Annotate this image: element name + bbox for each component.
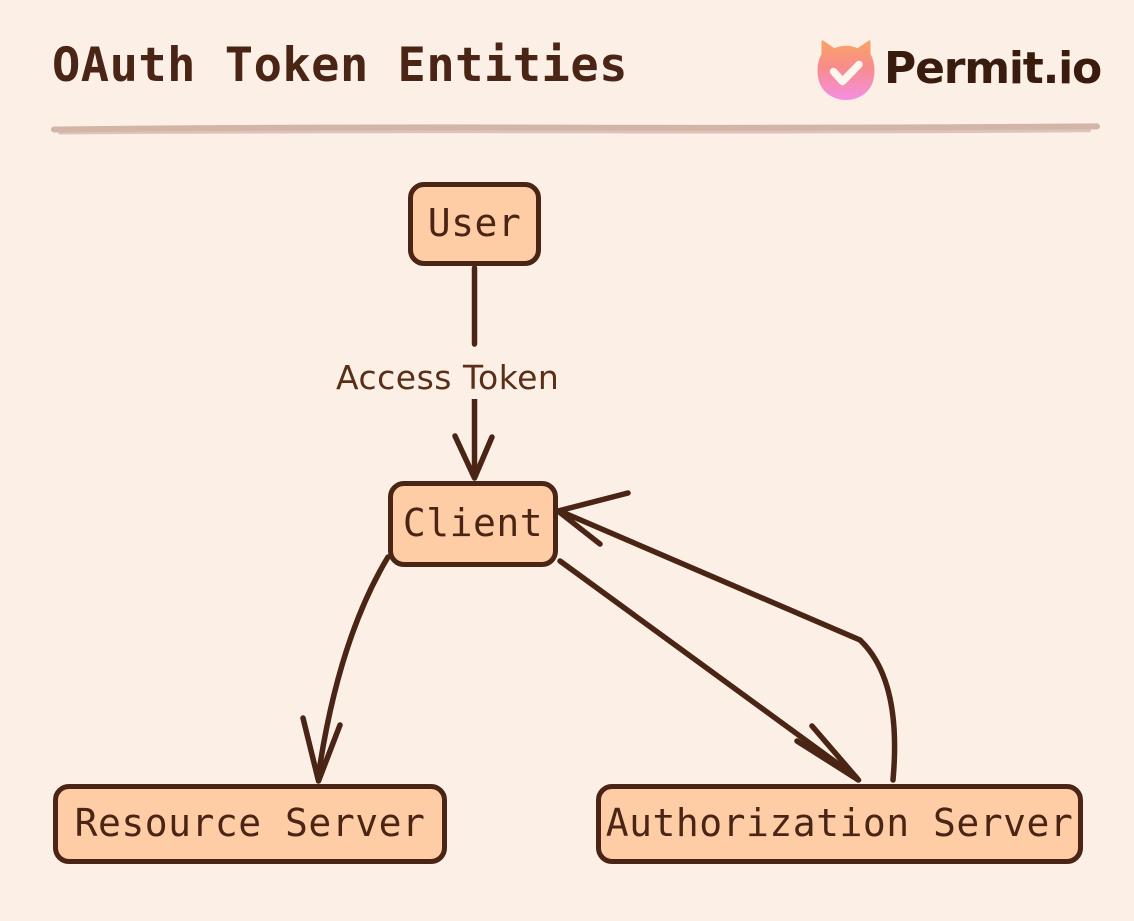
edge-layer — [300, 265, 898, 784]
edge-client-to-authorization-server — [557, 558, 862, 783]
edge-authorization-server-to-client — [555, 490, 898, 783]
page-header: OAuth Token Entities Permit.io — [0, 0, 1134, 140]
page-title: OAuth Token Entities — [52, 38, 628, 93]
brand-name: Permit.io — [884, 43, 1102, 94]
node-authorization-server[interactable]: Authorization Server — [596, 784, 1083, 864]
node-client-label: Client — [402, 501, 544, 545]
header-divider — [51, 123, 1100, 135]
edge-user-to-client — [452, 265, 495, 481]
node-resource-server-label: Resource Server — [74, 801, 426, 845]
brand-logo: Permit.io — [817, 38, 1102, 100]
permit-cat-check-icon — [817, 40, 875, 100]
node-resource-server[interactable]: Resource Server — [53, 784, 447, 864]
node-authorization-server-label: Authorization Server — [605, 801, 1074, 845]
edge-client-to-resource-server — [300, 554, 391, 784]
node-client[interactable]: Client — [388, 481, 558, 567]
edge-label-access-token: Access Token — [328, 356, 568, 399]
oauth-token-entities-diagram: User Client Resource Server Authorizatio… — [0, 140, 1134, 921]
node-user[interactable]: User — [408, 182, 541, 266]
node-user-label: User — [427, 201, 522, 245]
